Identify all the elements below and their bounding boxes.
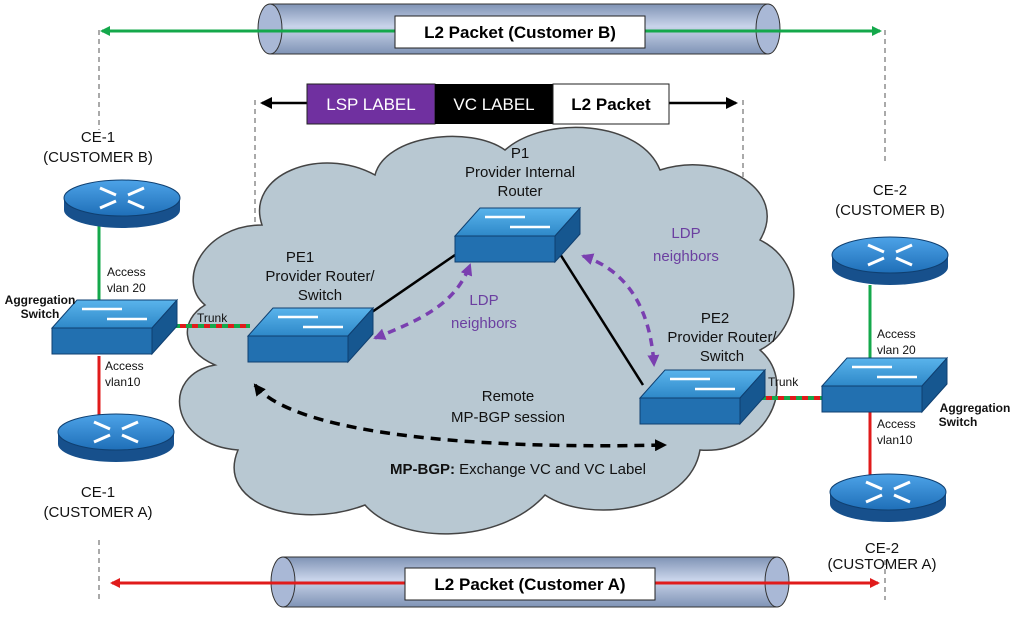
router-ce2-b-icon[interactable] — [831, 236, 949, 285]
bgp-note-prefix: MP-BGP: — [390, 461, 455, 478]
left-access-bottom-2: vlan10 — [105, 375, 141, 389]
vc-label-box — [435, 84, 553, 124]
router-ce1-b-icon[interactable] — [63, 179, 181, 228]
p1-label-2: Provider Internal — [465, 164, 575, 181]
bottom-pipe-label: L2 Packet (Customer A) — [434, 575, 625, 594]
switch-agg-left-icon[interactable] — [50, 298, 179, 356]
switch-pe1-icon[interactable] — [246, 306, 375, 364]
top-pipe-label: L2 Packet (Customer B) — [424, 23, 616, 42]
switch-pe2-icon[interactable] — [638, 368, 767, 426]
l2-packet-box — [552, 83, 670, 125]
bgp-note-rest: Exchange VC and VC Label — [455, 461, 646, 478]
ce2-b-label-1: CE-2 — [873, 182, 907, 199]
header-stack: LSP LABEL VC LABEL L2 Packet — [260, 83, 738, 125]
router-ce1-a-icon[interactable] — [57, 413, 175, 462]
pe1-label-2: Provider Router/ — [265, 268, 375, 285]
l2-packet-text: L2 Packet — [571, 95, 651, 114]
switch-p1-icon[interactable] — [453, 206, 582, 264]
ce2-a-label-1: CE-2 — [865, 540, 899, 557]
agg-right-label-1: Aggregation — [940, 401, 1011, 415]
top-pipe: L2 Packet (Customer B) — [100, 3, 882, 55]
ldp-arrow-right — [581, 253, 660, 367]
bgp-session-label-2: MP-BGP session — [451, 409, 565, 426]
ce2-a-label-2: (CUSTOMER A) — [828, 556, 937, 573]
ldp-left-label-1: LDP — [469, 292, 498, 309]
pe2-label-3: Switch — [700, 348, 744, 365]
ldp-left-label-2: neighbors — [451, 315, 517, 332]
p1-label-3: Router — [497, 183, 542, 200]
pe1-label-3: Switch — [298, 287, 342, 304]
ce1-b-label-1: CE-1 — [81, 129, 115, 146]
left-access-top-2: vlan 20 — [107, 281, 146, 295]
left-access-top-1: Access — [107, 265, 146, 279]
agg-left-label-1: Aggregation — [5, 293, 76, 307]
right-access-bottom-1: Access — [877, 417, 916, 431]
right-access-top-2: vlan 20 — [877, 343, 916, 357]
ce2-b-label-2: (CUSTOMER B) — [835, 202, 945, 219]
bgp-note: MP-BGP: Exchange VC and VC Label — [390, 461, 646, 478]
ldp-arrow-left — [373, 263, 473, 340]
p1-label-1: P1 — [511, 145, 529, 162]
pe1-label-1: PE1 — [286, 249, 314, 266]
trunk-right-label: Trunk — [768, 375, 799, 389]
vc-label-text: VC LABEL — [453, 95, 534, 114]
ce1-a-label-1: CE-1 — [81, 484, 115, 501]
bottom-pipe: L2 Packet (Customer A) — [110, 556, 880, 608]
agg-right-label-2: Switch — [939, 415, 978, 429]
right-access-top-1: Access — [877, 327, 916, 341]
pe2-label-2: Provider Router/ — [667, 329, 777, 346]
ldp-right-label-2: neighbors — [653, 248, 719, 265]
bgp-session-label-1: Remote — [482, 388, 535, 405]
switch-agg-right-icon[interactable] — [820, 356, 949, 414]
ldp-right-label-1: LDP — [671, 225, 700, 242]
right-access-bottom-2: vlan10 — [877, 433, 913, 447]
router-ce2-a-icon[interactable] — [829, 473, 947, 522]
pe2-label-1: PE2 — [701, 310, 729, 327]
lsp-label-text: LSP LABEL — [326, 95, 415, 114]
ce1-b-label-2: (CUSTOMER B) — [43, 149, 153, 166]
trunk-left-label: Trunk — [197, 311, 228, 325]
ce1-a-label-2: (CUSTOMER A) — [44, 504, 153, 521]
left-access-bottom-1: Access — [105, 359, 144, 373]
agg-left-label-2: Switch — [21, 307, 60, 321]
